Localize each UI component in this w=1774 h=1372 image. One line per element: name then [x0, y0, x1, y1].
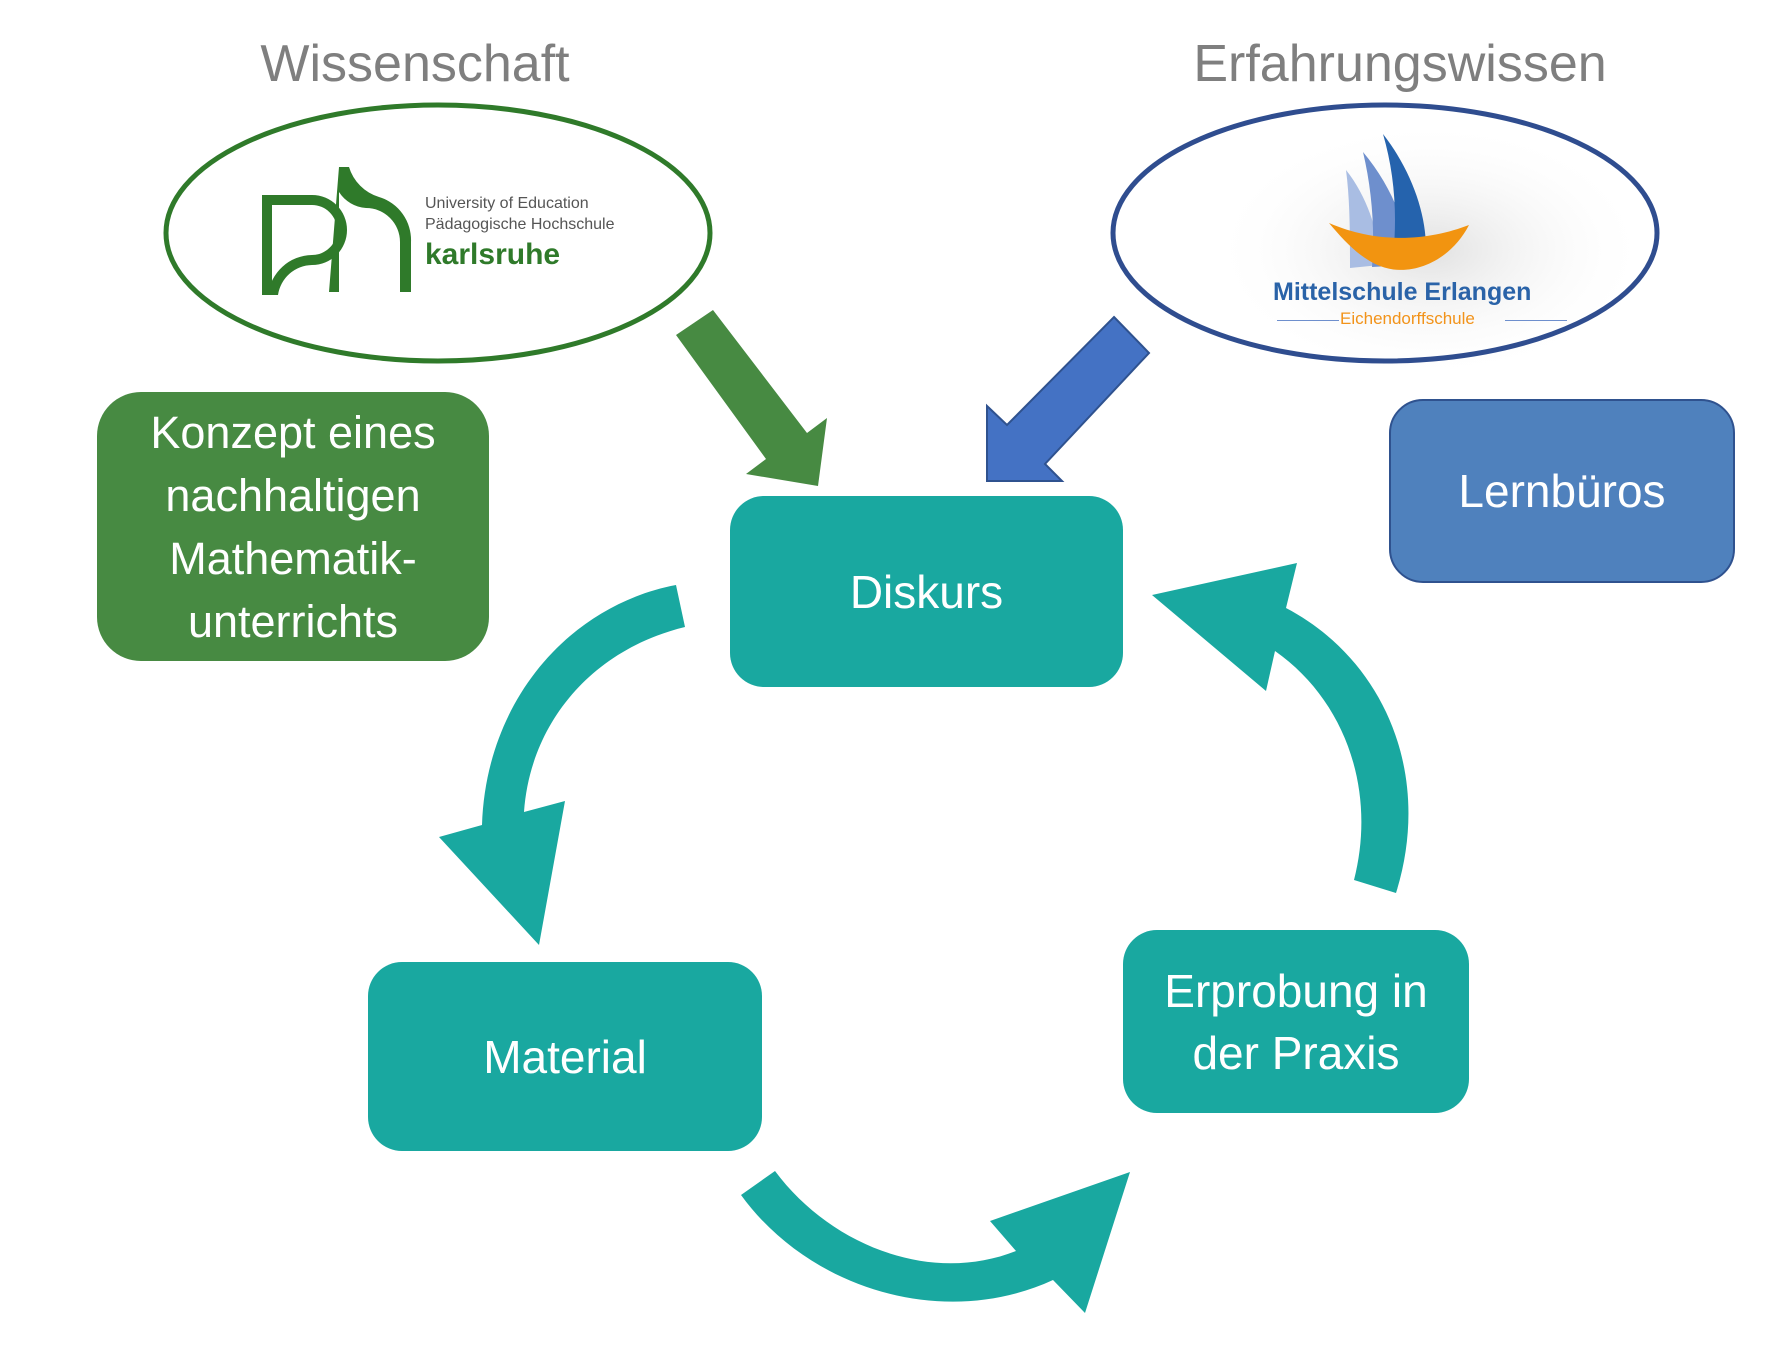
mittelschule-subtitle: Eichendorffschule [1340, 309, 1475, 328]
ph-logo-line3: karlsruhe [425, 238, 561, 271]
title-erfahrungswissen: Erfahrungswissen [1193, 35, 1607, 93]
material-box: Material [368, 962, 762, 1151]
title-wissenschaft: Wissenschaft [260, 35, 570, 93]
sailboat-logo-icon [1329, 134, 1469, 270]
ph-logo-icon [262, 167, 412, 295]
cycle-arrow-erprobung-to-diskurs [1152, 563, 1409, 893]
diskurs-box: Diskurs [730, 496, 1123, 687]
ph-logo-line1: University of Education [425, 195, 589, 212]
mittelschule-ellipse [1110, 102, 1660, 364]
concept-box: Konzept eines nachhaltigen Mathematik- u… [97, 392, 489, 661]
mittelschule-rule-right [1505, 320, 1567, 321]
concept-box-label: Konzept eines nachhaltigen Mathematik- u… [150, 406, 436, 647]
green-arrow [676, 310, 827, 486]
cycle-arrow-material-to-erprobung [741, 1171, 1130, 1313]
diskurs-box-label: Diskurs [849, 565, 1004, 618]
mittelschule-rule-left [1277, 320, 1339, 321]
erprobung-box: Erprobung in der Praxis [1123, 930, 1469, 1113]
ph-logo-line2: Pädagogische Hochschule [425, 216, 615, 233]
mittelschule-name: Mittelschule Erlangen [1273, 278, 1532, 306]
lernbueros-box-label: Lernbüros [1458, 465, 1666, 517]
blue-arrow [986, 315, 1151, 482]
material-box-label: Material [483, 1030, 647, 1083]
erprobung-box-label: Erprobung in der Praxis [1164, 964, 1428, 1079]
lernbueros-box: Lernbüros [1389, 399, 1735, 583]
ph-karlsruhe-ellipse [163, 102, 713, 364]
cycle-arrow-diskurs-to-material [439, 585, 685, 945]
